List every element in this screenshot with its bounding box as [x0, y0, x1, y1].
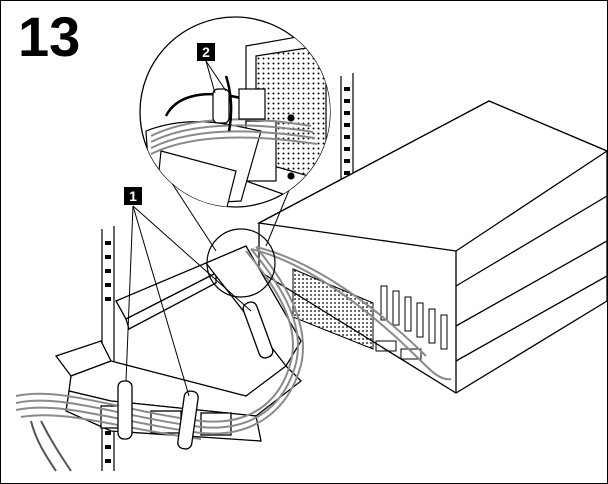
- callout-1-leaders: [125, 205, 252, 397]
- callout-label-1: 1: [124, 187, 142, 205]
- detail-inset: [139, 16, 331, 208]
- velcro-straps: [117, 301, 274, 450]
- server-rear-panel: [292, 268, 448, 360]
- step-number: 13: [18, 5, 81, 68]
- rack-rail-right: [340, 73, 354, 191]
- cable-bundle: [15, 246, 452, 472]
- magnified-region-marker: [206, 228, 276, 298]
- callout-label-2: 2: [197, 43, 215, 61]
